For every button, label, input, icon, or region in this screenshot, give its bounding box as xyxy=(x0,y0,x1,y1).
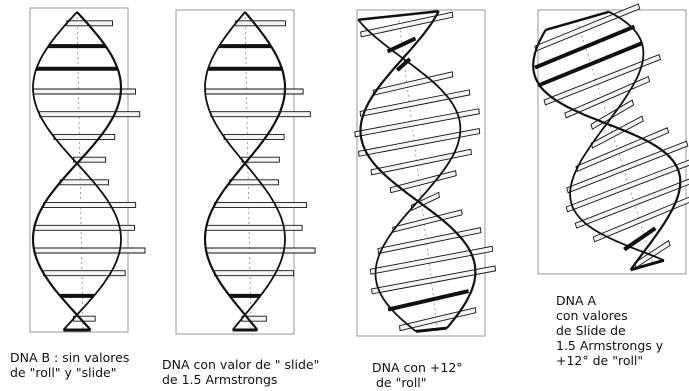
caption-line: de Slide de xyxy=(556,323,663,338)
base-pair xyxy=(372,72,454,95)
base-pair xyxy=(39,112,139,117)
caption-line: con valores xyxy=(556,308,663,323)
base-pair-heavy xyxy=(532,27,638,68)
base-pair xyxy=(215,203,307,208)
backbone-strand-2 xyxy=(205,12,285,330)
base-pair xyxy=(34,248,145,253)
caption-dna-a: DNA A con valores de Slide de 1.5 Armstr… xyxy=(556,293,663,368)
caption-line: 1.5 Armstrongs y xyxy=(556,338,663,353)
helix-axis xyxy=(77,12,83,330)
caption-line: DNA con valor de " slide" xyxy=(162,357,319,372)
base-pair xyxy=(389,171,457,193)
panel-dna-a xyxy=(518,0,689,282)
base-pair xyxy=(215,271,294,276)
base-pair xyxy=(205,89,303,94)
backbone-strand-2 xyxy=(33,12,121,330)
base-pair xyxy=(236,21,286,26)
panel-frame xyxy=(176,10,294,334)
backbone-strand-1 xyxy=(523,5,689,280)
base-pair xyxy=(211,112,310,117)
backbone-strand-2 xyxy=(523,5,689,280)
base-pair xyxy=(230,180,279,185)
helix-axis xyxy=(245,12,251,330)
base-pair xyxy=(60,180,108,185)
caption-dna-slide: DNA con valor de " slide" de 1.5 Armstro… xyxy=(162,357,319,387)
panel-dna-roll xyxy=(343,8,501,336)
caption-dna-b: DNA B : sin valores de "roll" y "slide" xyxy=(10,350,129,380)
base-pair-heavy xyxy=(387,291,470,310)
base-pair xyxy=(360,12,454,37)
backbone-strand-1 xyxy=(33,12,121,330)
caption-line: DNA A xyxy=(556,293,663,308)
caption-line: DNA B : sin valores xyxy=(10,350,129,365)
base-pair xyxy=(370,149,472,175)
base-pair xyxy=(44,203,136,208)
helix-group xyxy=(205,12,315,330)
caption-line: de "roll" y "slide" xyxy=(10,365,129,380)
base-pair xyxy=(74,316,96,321)
base-pair-heavy xyxy=(535,43,645,85)
helix-cap-bottom xyxy=(416,328,447,331)
helix-group xyxy=(343,8,501,335)
caption-dna-roll: DNA con +12° de "roll" xyxy=(372,360,463,390)
base-pair xyxy=(206,248,315,253)
helix-group xyxy=(518,0,689,282)
panel-dna-slide xyxy=(176,10,315,334)
caption-line: de 1.5 Armstrongs xyxy=(162,372,319,387)
base-pair xyxy=(224,134,284,139)
backbone-strand-1 xyxy=(205,12,285,330)
base-pair xyxy=(54,134,115,139)
base-pair xyxy=(44,271,126,276)
caption-line: DNA con +12° xyxy=(372,360,463,375)
base-pair xyxy=(206,225,302,230)
caption-line: +12° de "roll" xyxy=(556,353,663,368)
panel-dna-b xyxy=(30,8,145,332)
caption-line: de "roll" xyxy=(372,375,463,390)
